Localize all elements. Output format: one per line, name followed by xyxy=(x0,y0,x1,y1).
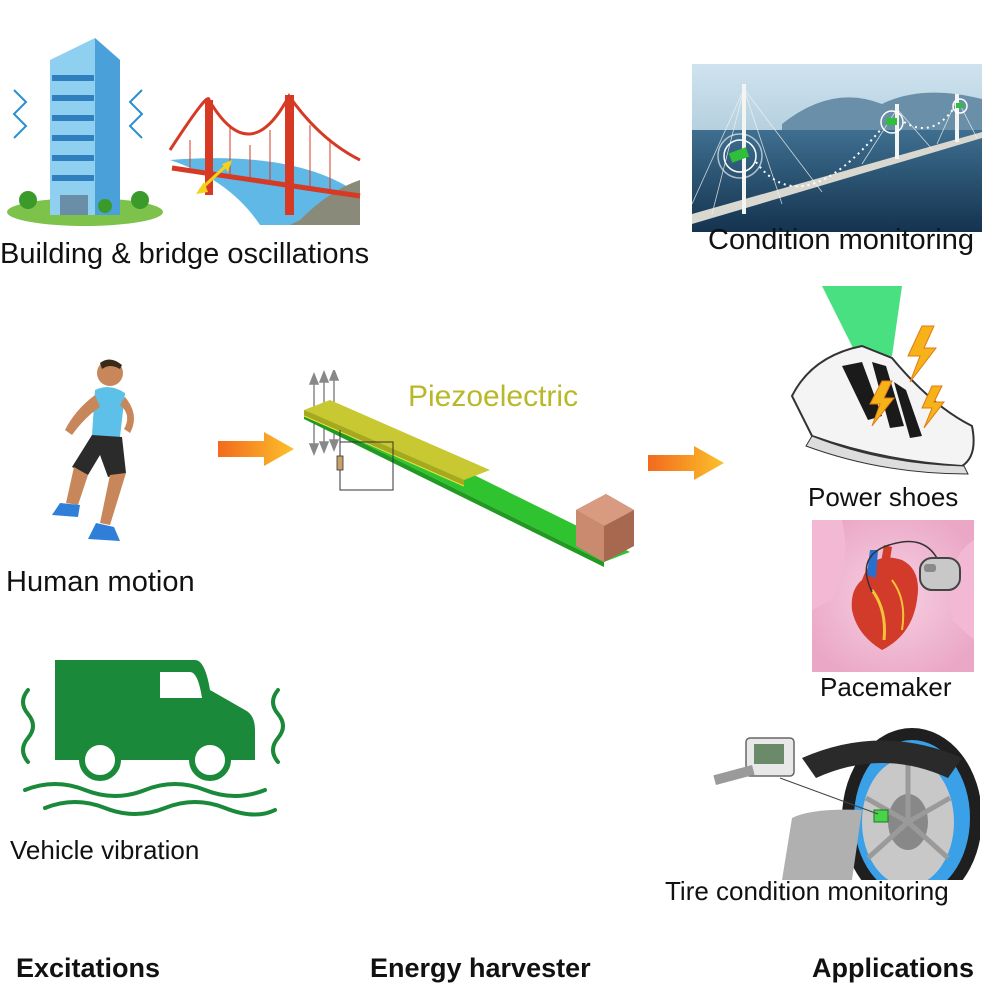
column-heading-energy-harvester: Energy harvester xyxy=(370,953,591,983)
column-heading-applications: Applications xyxy=(812,953,975,983)
piezoelectric-label: Piezoelectric xyxy=(408,380,579,413)
power-shoes-illustration xyxy=(782,286,980,476)
pacemaker-illustration xyxy=(812,520,974,672)
cantilever-harvester-diagram xyxy=(300,370,640,570)
building-bridge-illustration xyxy=(0,30,370,230)
input-arrow-icon xyxy=(218,432,294,466)
column-heading-excitations: Excitations xyxy=(16,953,161,983)
tire-monitoring-label: Tire condition monitoring xyxy=(665,876,949,906)
runner-illustration xyxy=(30,355,170,565)
pacemaker-label: Pacemaker xyxy=(820,672,952,702)
human-motion-label: Human motion xyxy=(6,566,195,598)
vehicle-vibration-illustration xyxy=(10,650,290,820)
power-shoes-label: Power shoes xyxy=(808,482,959,512)
vehicle-vibration-label: Vehicle vibration xyxy=(10,835,200,865)
building-bridge-label: Building & bridge oscillations xyxy=(0,238,370,270)
output-arrow-icon xyxy=(648,446,724,480)
tire-monitoring-illustration xyxy=(712,718,980,880)
condition-monitoring-image xyxy=(692,64,982,232)
condition-monitoring-label: Condition monitoring xyxy=(708,224,974,256)
